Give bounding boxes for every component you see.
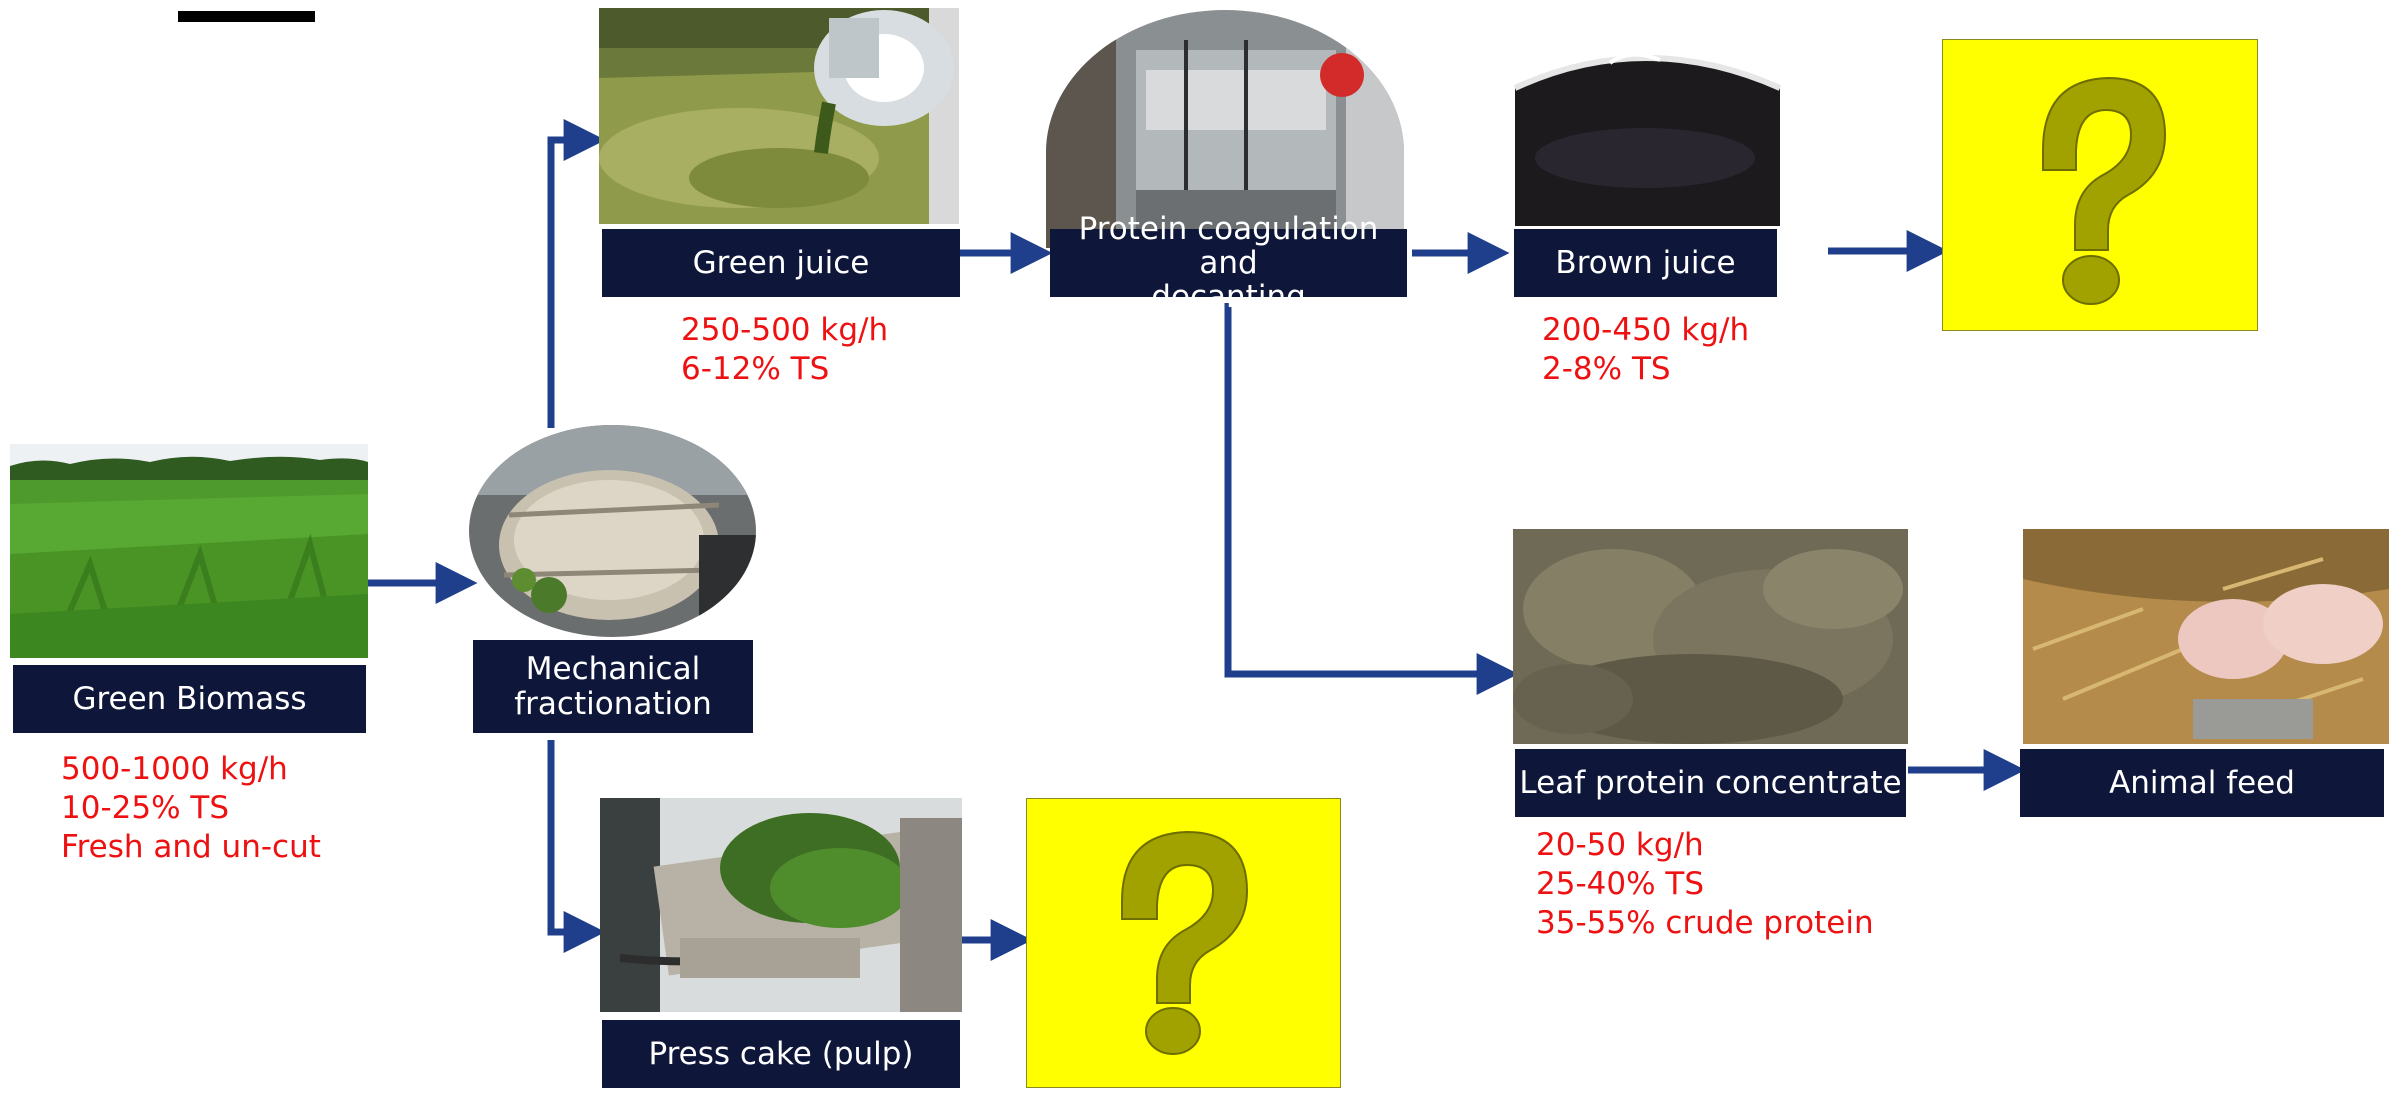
green-biomass-stats: 500-1000 kg/h 10-25% TS Fresh and un-cut [61, 750, 321, 867]
green-juice-stats: 250-500 kg/h 6-12% TS [681, 311, 888, 389]
arrow-fractionation-to-press-cake [547, 740, 606, 953]
leaf-protein-stats: 20-50 kg/h 25-40% TS 35-55% crude protei… [1536, 826, 1874, 943]
unknown-output-box-top [1942, 39, 2258, 331]
green-juice-photo [599, 8, 959, 224]
arrow-fractionation-to-green-juice [547, 119, 606, 428]
arrow-coagulation-to-leaf-protein [1224, 303, 1519, 695]
question-mark-icon-bottom [1121, 830, 1249, 1055]
protein-coagulation-label: Protein coagulation and decanting [1050, 212, 1407, 314]
brown-juice-stats: 200-450 kg/h 2-8% TS [1542, 311, 1749, 389]
green-biomass-photo [10, 444, 368, 658]
mechanical-fractionation-label: Mechanical fractionation [473, 640, 753, 733]
leaf-protein-label: Leaf protein concentrate [1515, 749, 1906, 817]
green-juice-label: Green juice [602, 229, 960, 297]
green-biomass-rate: 500-1000 kg/h [61, 751, 288, 787]
brown-juice-photo [1500, 8, 1790, 226]
green-juice-ts: 6-12% TS [681, 351, 830, 387]
question-mark-icon [2042, 76, 2167, 305]
protein-coagulation-photo [1046, 10, 1404, 248]
press-cake-label: Press cake (pulp) [602, 1020, 960, 1088]
green-biomass-ts: 10-25% TS [61, 790, 230, 826]
animal-feed-photo [2023, 529, 2389, 744]
green-biomass-note: Fresh and un-cut [61, 829, 321, 865]
decorative-bar [178, 11, 315, 22]
green-juice-rate: 250-500 kg/h [681, 312, 889, 348]
green-biomass-label: Green Biomass [13, 665, 366, 733]
leaf-protein-crude: 35-55% crude protein [1536, 905, 1874, 941]
unknown-output-box-bottom [1026, 798, 1341, 1088]
brown-juice-label: Brown juice [1514, 229, 1777, 297]
mechanical-fractionation-photo [469, 425, 756, 637]
brown-juice-ts: 2-8% TS [1542, 351, 1671, 387]
animal-feed-label: Animal feed [2020, 749, 2384, 817]
press-cake-photo [600, 798, 962, 1012]
leaf-protein-rate: 20-50 kg/h [1536, 827, 1704, 863]
leaf-protein-ts: 25-40% TS [1536, 866, 1705, 902]
brown-juice-rate: 200-450 kg/h [1542, 312, 1750, 348]
leaf-protein-photo [1513, 529, 1908, 744]
